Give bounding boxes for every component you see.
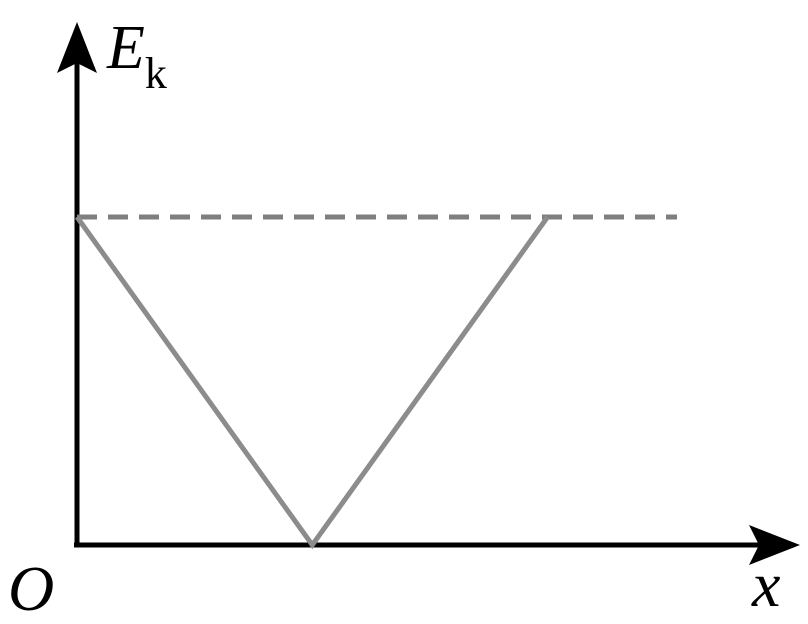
y-axis-label-main: E (106, 14, 145, 82)
origin-label: O (8, 553, 54, 624)
y-axis-arrow (57, 22, 97, 73)
series-lines (74, 215, 550, 550)
y-axis-label-subscript: k (145, 49, 167, 98)
x-axis-arrow (749, 525, 800, 565)
y-axis-label: Ek (106, 14, 167, 98)
series-line-0 (74, 215, 550, 550)
x-axis-label: x (751, 549, 780, 620)
